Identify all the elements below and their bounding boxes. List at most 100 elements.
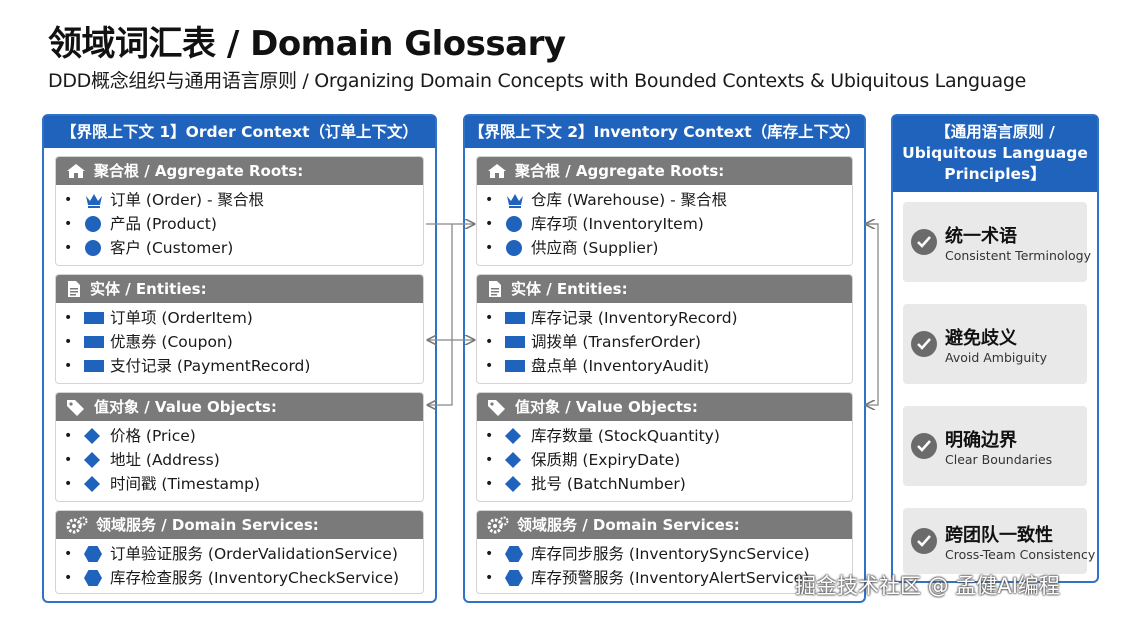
- diamond-icon: [505, 428, 531, 444]
- principle-subtitle: Avoid Ambiguity: [945, 349, 1048, 365]
- list-item: •地址 (Address): [56, 448, 423, 472]
- list-item: •库存数量 (StockQuantity): [477, 424, 852, 448]
- domain-services-heading: 领域服务 / Domain Services:: [56, 511, 423, 539]
- item-label: 供应商 (Supplier): [531, 239, 659, 257]
- connector-line: [866, 223, 879, 405]
- rectangle-icon: [505, 336, 531, 348]
- item-label: 订单验证服务 (OrderValidationService): [110, 545, 398, 563]
- connector-line: [428, 224, 453, 340]
- circle-icon: [84, 239, 110, 257]
- principles-panel: 【通用语言原则 / Ubiquitous Language Principles…: [891, 114, 1099, 583]
- domain-services-heading: 领域服务 / Domain Services:: [477, 511, 852, 539]
- section-heading-label: 聚合根 / Aggregate Roots:: [94, 162, 304, 180]
- item-label: 库存预警服务 (InventoryAlertService): [531, 569, 810, 587]
- item-label: 库存项 (InventoryItem): [531, 215, 704, 233]
- bullet: •: [64, 570, 73, 586]
- principle-subtitle: Clear Boundaries: [945, 451, 1053, 467]
- inventory-context-panel: 【界限上下文 2】Inventory Context（库存上下文） 聚合根 / …: [463, 114, 866, 603]
- entities-heading: 实体 / Entities:: [477, 275, 852, 303]
- list-item: •客户 (Customer): [56, 236, 423, 260]
- bullet: •: [485, 192, 494, 208]
- list-item: • 库存预警服务 (InventoryAlertService): [477, 566, 852, 590]
- gears-icon: [487, 516, 509, 534]
- principle-title: 避免歧义: [945, 327, 1017, 349]
- value-objects-heading: 值对象 / Value Objects:: [477, 393, 852, 421]
- list-item: •库存同步服务 (InventorySyncService): [477, 542, 852, 566]
- check-circle-icon: [911, 528, 937, 554]
- home-icon: [488, 164, 506, 178]
- list-item: • 库存检查服务 (InventoryCheckService): [56, 566, 423, 590]
- tags-icon: [67, 400, 84, 416]
- bullet: •: [485, 334, 494, 350]
- hexagon-icon: [505, 546, 531, 562]
- bullet: •: [64, 192, 73, 208]
- item-label: 批号 (BatchNumber): [531, 475, 686, 493]
- order-context-title: 【界限上下文 1】Order Context（订单上下文）: [44, 116, 435, 148]
- crown-icon: [84, 192, 110, 208]
- check-circle-icon: [911, 331, 937, 357]
- aggregate-roots-heading: 聚合根 / Aggregate Roots:: [56, 157, 423, 185]
- list-item: •批号 (BatchNumber): [477, 472, 852, 496]
- bullet: •: [64, 334, 73, 350]
- list-item: •订单 (Order) - 聚合根: [56, 188, 423, 212]
- inventory-context-title: 【界限上下文 2】Inventory Context（库存上下文）: [465, 116, 864, 148]
- diamond-icon: [84, 428, 110, 444]
- entities-section: 实体 / Entities: •订单项 (OrderItem) •优惠券 (Co…: [55, 274, 424, 384]
- bullet: •: [485, 428, 494, 444]
- list-item: • 仓库 (Warehouse) - 聚合根: [477, 188, 852, 212]
- gears-icon: [66, 516, 88, 534]
- list-item: •库存记录 (InventoryRecord): [477, 306, 852, 330]
- aggregate-roots-section: 聚合根 / Aggregate Roots: •订单 (Order) - 聚合根…: [55, 156, 424, 266]
- item-label: 仓库 (Warehouse) - 聚合根: [531, 191, 728, 209]
- item-label: 保质期 (ExpiryDate): [531, 451, 681, 469]
- bullet: •: [485, 216, 494, 232]
- domain-services-section: 领域服务 / Domain Services: •库存同步服务 (Invento…: [476, 510, 853, 594]
- bullet: •: [485, 358, 494, 374]
- check-circle-icon: [911, 229, 937, 255]
- order-context-panel: 【界限上下文 1】Order Context（订单上下文） 聚合根 / Aggr…: [42, 114, 437, 603]
- section-heading-label: 实体 / Entities:: [90, 280, 207, 298]
- item-label: 调拨单 (TransferOrder): [531, 333, 701, 351]
- list-item: •供应商 (Supplier): [477, 236, 852, 260]
- entities-heading: 实体 / Entities:: [56, 275, 423, 303]
- bullet: •: [64, 428, 73, 444]
- circle-icon: [505, 239, 531, 257]
- item-label: 库存检查服务 (InventoryCheckService): [110, 569, 400, 587]
- list-item: •支付记录 (PaymentRecord): [56, 354, 423, 378]
- value-objects-heading: 值对象 / Value Objects:: [56, 393, 423, 421]
- hexagon-icon: [84, 546, 110, 562]
- hexagon-icon: [84, 570, 110, 586]
- rectangle-icon: [505, 360, 531, 372]
- list-item: •订单验证服务 (OrderValidationService): [56, 542, 423, 566]
- diamond-icon: [505, 452, 531, 468]
- list-item: •保质期 (ExpiryDate): [477, 448, 852, 472]
- section-heading-label: 值对象 / Value Objects:: [94, 398, 277, 416]
- entities-section: 实体 / Entities: •库存记录 (InventoryRecord) •…: [476, 274, 853, 384]
- watermark-text: 掘金技术社区 @ 孟健AI编程: [795, 574, 1060, 598]
- principle-subtitle: Consistent Terminology: [945, 247, 1091, 263]
- aggregate-roots-section: 聚合根 / Aggregate Roots: • 仓库 (Warehouse) -…: [476, 156, 853, 266]
- list-item: • 产品 (Product): [56, 212, 423, 236]
- principle-title: 统一术语: [945, 225, 1017, 247]
- bullet: •: [64, 476, 73, 492]
- principles-title-line: Principles】: [944, 165, 1046, 183]
- principle-subtitle: Cross-Team Consistency: [945, 546, 1096, 562]
- section-heading-label: 值对象 / Value Objects:: [515, 398, 698, 416]
- document-icon: [68, 281, 80, 297]
- item-label: 库存同步服务 (InventorySyncService): [531, 545, 810, 563]
- bullet: •: [485, 570, 494, 586]
- item-label: 订单项 (OrderItem): [110, 309, 253, 327]
- principle-title: 跨团队一致性: [945, 524, 1053, 546]
- principles-title: 【通用语言原则 / Ubiquitous Language Principles…: [893, 116, 1097, 192]
- item-label: 支付记录 (PaymentRecord): [110, 357, 311, 375]
- bullet: •: [64, 216, 73, 232]
- bullet: •: [64, 310, 73, 326]
- item-label: 产品 (Product): [110, 215, 217, 233]
- section-heading-label: 聚合根 / Aggregate Roots:: [515, 162, 725, 180]
- item-label: 地址 (Address): [110, 451, 220, 469]
- home-icon: [67, 164, 85, 178]
- document-icon: [489, 281, 501, 297]
